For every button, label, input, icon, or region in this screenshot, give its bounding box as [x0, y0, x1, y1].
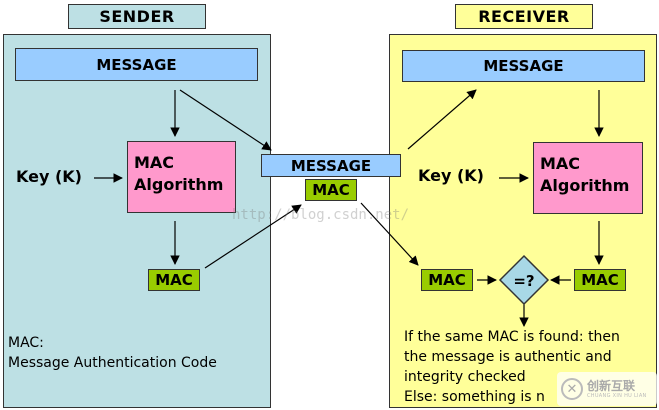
sender-message-box: MESSAGE: [15, 48, 258, 81]
logo-subtext: CHUANG XIN HU LIAN: [587, 392, 647, 399]
sender-mac-algorithm-box: MAC Algorithm: [127, 141, 236, 213]
compare-diamond: [498, 254, 550, 306]
receiver-algorithm-line1: MAC: [540, 154, 581, 173]
receiver-algorithm-line2: Algorithm: [540, 176, 630, 195]
watermark-text: http://blog.csdn.net/: [232, 207, 410, 223]
arrow-sender-mac-to-channel: [204, 204, 302, 269]
receiver-mac-algorithm-box: MAC Algorithm: [533, 142, 643, 214]
receiver-title: RECEIVER: [455, 4, 593, 29]
channel-message-box: MESSAGE: [261, 154, 401, 177]
sender-note: MAC: Message Authentication Code: [8, 335, 217, 371]
logo-icon: ✕: [561, 378, 583, 400]
arrow-sender-message-to-channel: [179, 89, 272, 151]
compare-label: =?: [513, 272, 534, 290]
channel-mac-box: MAC: [305, 179, 357, 201]
arrow-channel-mac-to-receiver-mac: [360, 202, 419, 266]
sender-key-label: Key (K): [16, 167, 82, 186]
receiver-panel: [389, 34, 657, 408]
sender-algorithm-line2: Algorithm: [134, 175, 224, 194]
receiver-received-mac-box: MAC: [421, 269, 473, 291]
receiver-key-label: Key (K): [418, 166, 484, 185]
arrow-channel-to-receiver-message: [407, 89, 477, 150]
sender-title: SENDER: [68, 4, 206, 29]
logo-text: 创新互联: [587, 378, 636, 393]
corner-logo: ✕ 创新互联 CHUANG XIN HU LIAN: [557, 372, 657, 406]
receiver-message-box: MESSAGE: [402, 50, 645, 82]
receiver-computed-mac-box: MAC: [574, 269, 626, 291]
sender-algorithm-line1: MAC: [134, 153, 175, 172]
receiver-note: If the same MAC is found: then the messa…: [404, 329, 620, 405]
sender-panel: [3, 34, 271, 408]
sender-mac-box: MAC: [148, 269, 200, 291]
